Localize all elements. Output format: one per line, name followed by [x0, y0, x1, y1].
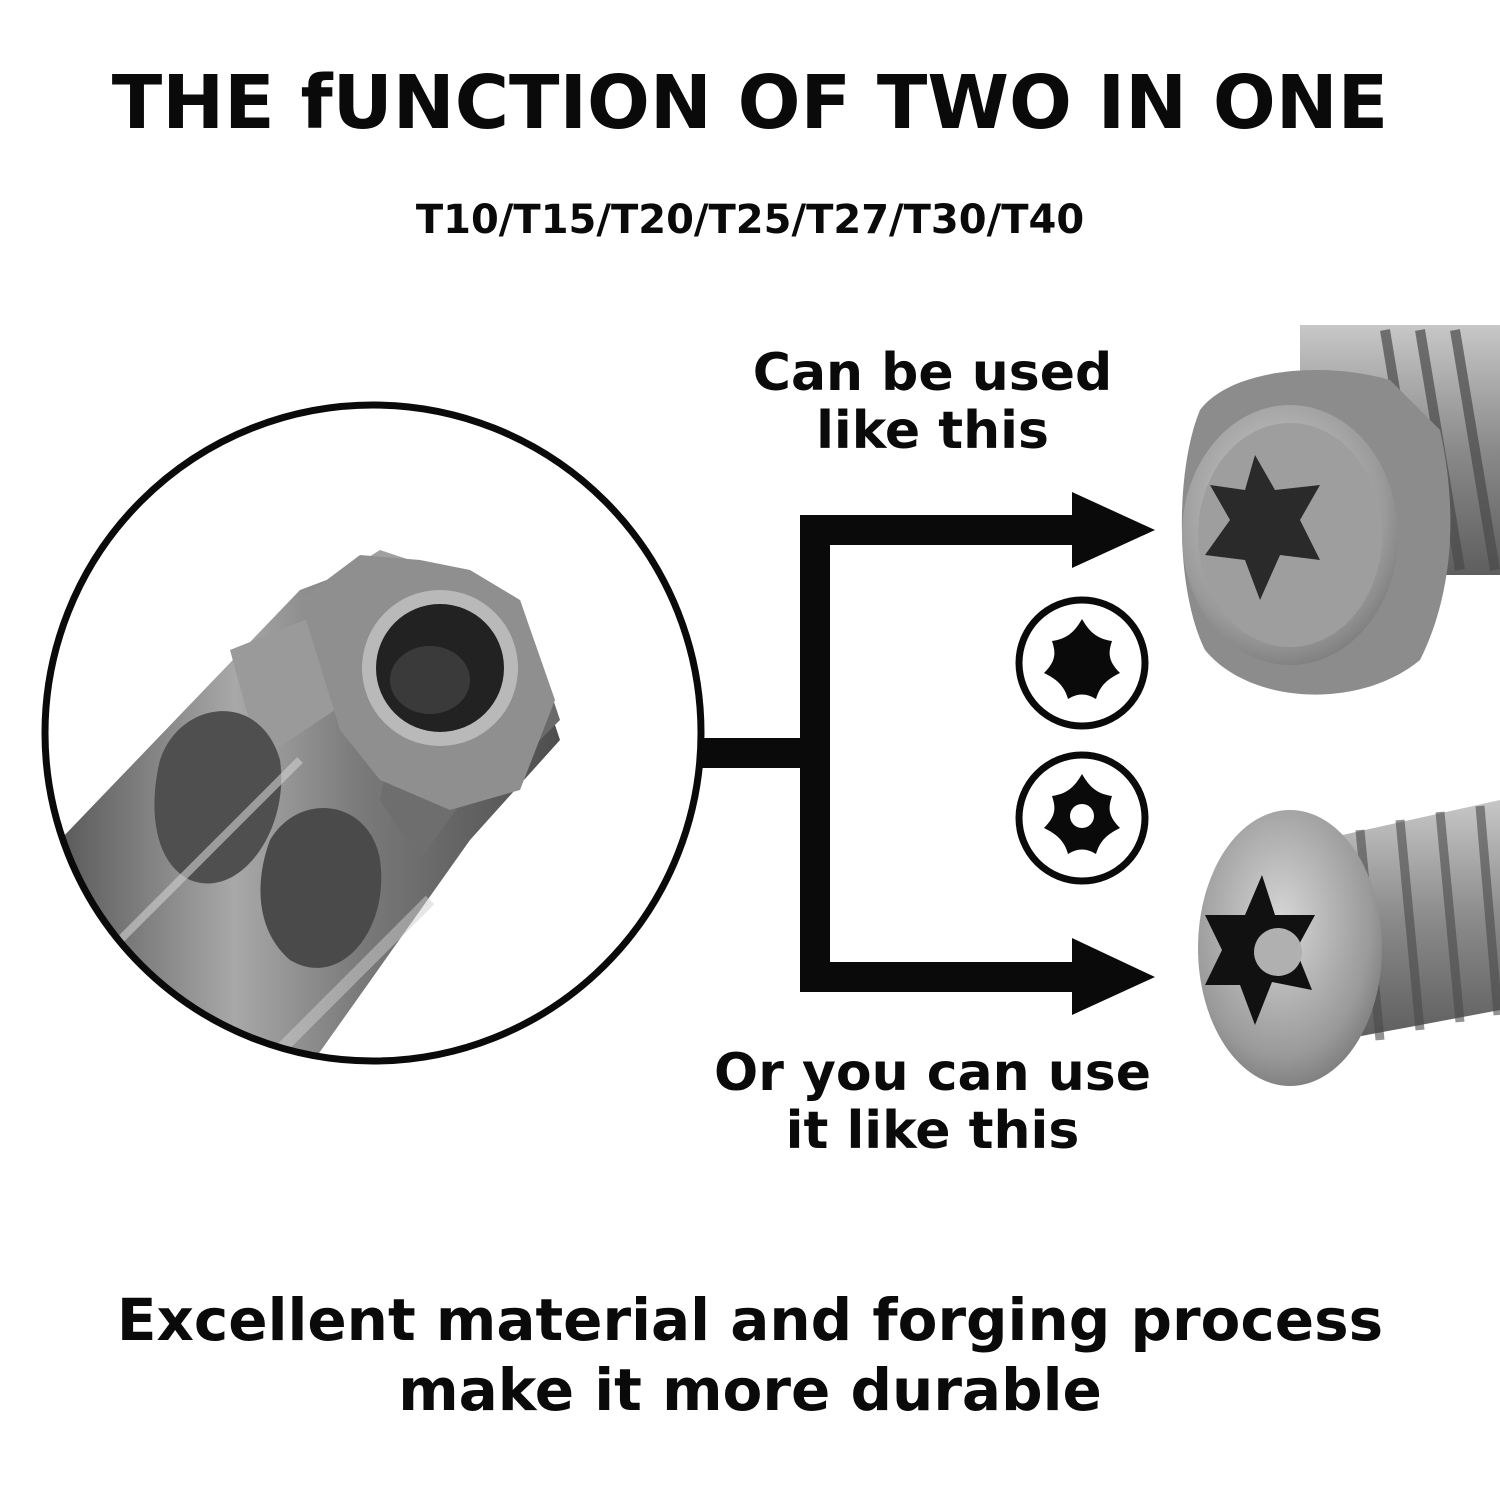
- arrow-right-icon: [1072, 938, 1155, 1015]
- footer-tagline: Excellent material and forging process m…: [0, 1285, 1500, 1425]
- page-title: THE fUNCTION OF TWO IN ONE: [111, 60, 1389, 146]
- caption-line: it like this: [785, 1101, 1080, 1161]
- caption-usage-2: Or you can use it like this: [680, 1044, 1185, 1160]
- button-head-security-screw: [1198, 800, 1500, 1086]
- caption-line: like this: [816, 401, 1049, 461]
- footer-line: make it more durable: [398, 1356, 1102, 1424]
- torx-star-icon: [1015, 596, 1149, 730]
- arrow-right-icon: [1072, 492, 1155, 568]
- caption-usage-1: Can be used like this: [700, 344, 1165, 460]
- caption-line: Can be used: [752, 343, 1113, 403]
- torx-size-list: T10/T15/T20/T25/T27/T30/T40: [415, 197, 1085, 243]
- socket-cap-screw: [1181, 325, 1500, 695]
- connector-bracket: [700, 515, 1080, 992]
- footer-line: Excellent material and forging process: [116, 1286, 1384, 1354]
- pin-torx-star-icon: [1015, 751, 1149, 885]
- torx-bit-closeup: [41, 401, 705, 1065]
- caption-line: Or you can use: [714, 1043, 1151, 1103]
